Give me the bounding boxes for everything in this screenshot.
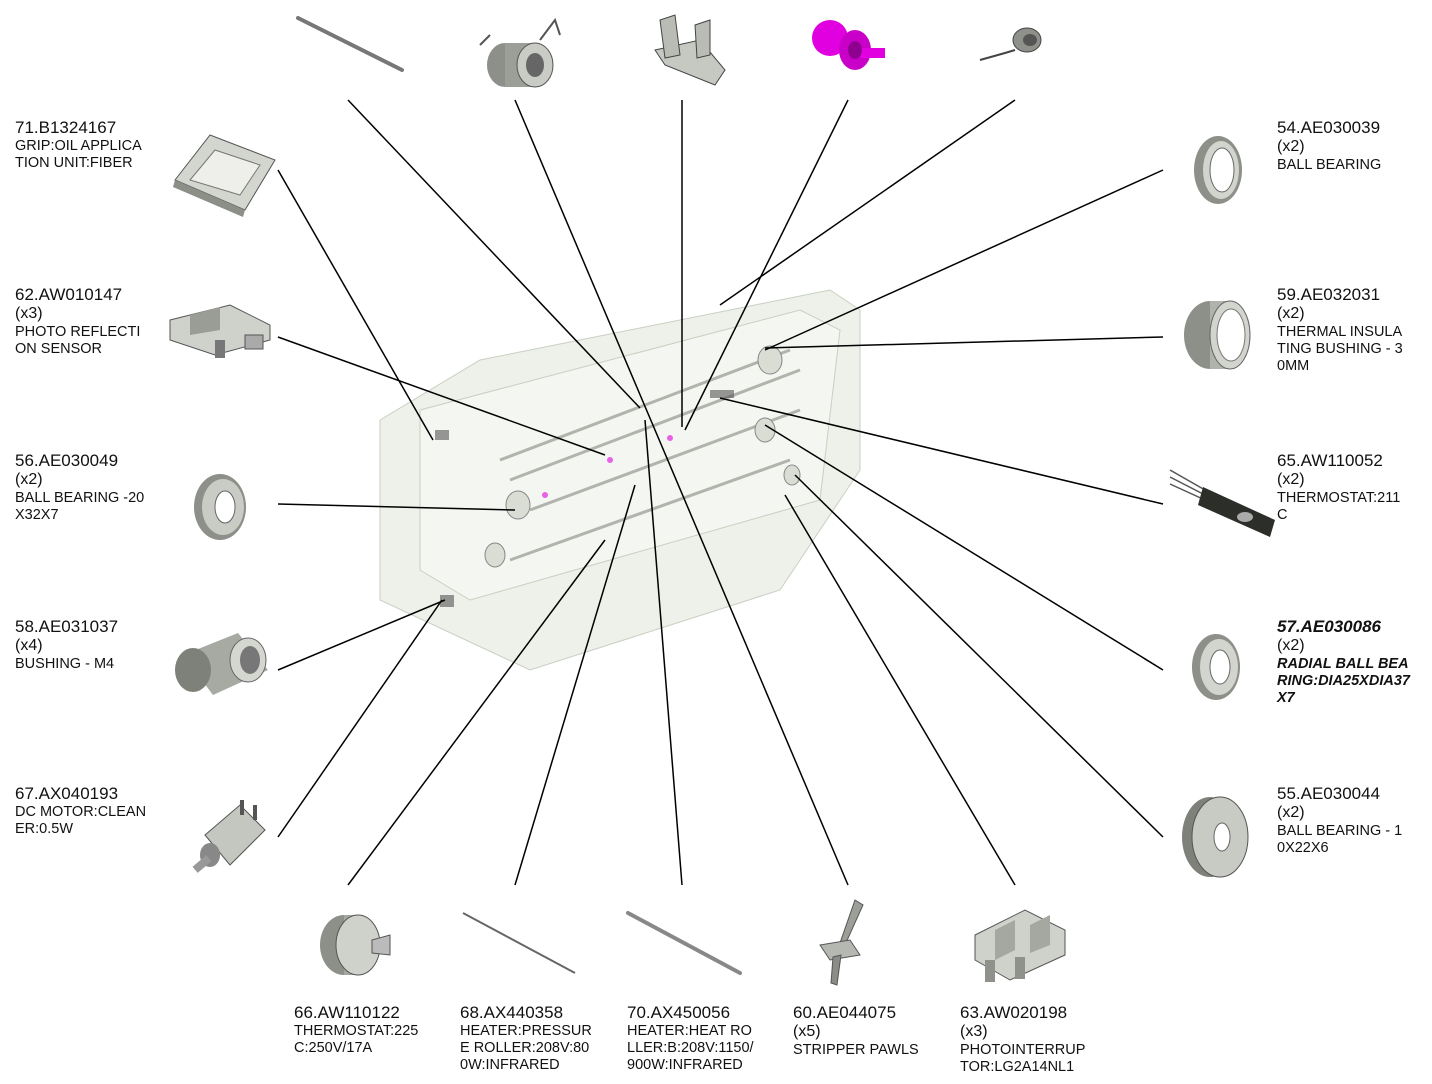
torsion-spring-icon bbox=[979, 27, 1042, 61]
rod-icon bbox=[296, 16, 404, 72]
part-description: PHOTO REFLECTI ON SENSOR bbox=[15, 323, 141, 358]
part-quantity: (x3) bbox=[960, 1023, 988, 1041]
leader-line-65 bbox=[719, 397, 1164, 505]
part-number: 70.AX450056 bbox=[627, 1003, 731, 1022]
leader-line-gear bbox=[684, 99, 849, 431]
part-number: 55.AE030044 bbox=[1277, 784, 1381, 803]
part-label-62: 62.AW010147 (x3) PHOTO REFLECTI ON SENSO… bbox=[15, 285, 140, 358]
leader-line-59 bbox=[764, 336, 1164, 349]
part-description: HEATER:HEAT RO LLER:B:208V:1150/ 900W:IN… bbox=[627, 1023, 754, 1074]
leader-line-62 bbox=[277, 336, 606, 456]
bushing-icon bbox=[175, 633, 268, 695]
part-number: 66.AW110122 bbox=[294, 1003, 400, 1022]
part-quantity: (x2) bbox=[1277, 637, 1305, 655]
part-description: BALL BEARING bbox=[1277, 156, 1382, 173]
part-description: DC MOTOR:CLEAN ER:0.5W bbox=[15, 804, 147, 838]
leader-line-torsion-spring bbox=[719, 99, 1016, 306]
part-quantity: (x3) bbox=[15, 305, 43, 323]
part-description: THERMAL INSULA TING BUSHING - 3 0MM bbox=[1277, 323, 1403, 375]
part-number: 54.AE030039 bbox=[1277, 118, 1381, 137]
part-quantity: (x2) bbox=[1277, 471, 1305, 489]
part-label-65: 65.AW110052 (x2) THERMOSTAT:211 C bbox=[1277, 451, 1400, 524]
gear-icon bbox=[812, 20, 885, 70]
leader-line-66 bbox=[347, 539, 606, 886]
motor-icon bbox=[192, 800, 266, 873]
part-number: 58.AE031037 bbox=[15, 617, 119, 636]
ring-icon bbox=[1192, 634, 1240, 700]
part-label-58: 58.AE031037 (x4) BUSHING - M4 bbox=[15, 617, 118, 673]
part-number: 59.AE032031 bbox=[1277, 285, 1381, 304]
part-description: THERMOSTAT:225 C:250V/17A bbox=[294, 1023, 419, 1057]
part-description: HEATER:PRESSUR E ROLLER:208V:80 0W:INFRA… bbox=[460, 1023, 592, 1074]
part-quantity: (x4) bbox=[15, 637, 43, 655]
part-label-57: 57.AE030086 (x2) RADIAL BALL BEA RING:DI… bbox=[1277, 617, 1410, 707]
part-number: 56.AE030049 bbox=[15, 451, 119, 470]
fuser-assembly bbox=[379, 289, 861, 671]
part-label-66: 66.AW110122 THERMOSTAT:225 C:250V/17A bbox=[294, 1003, 418, 1057]
bracket-icon bbox=[654, 14, 726, 86]
part-number: 68.AX440358 bbox=[460, 1003, 564, 1022]
part-number: 63.AW020198 bbox=[960, 1003, 1068, 1022]
leader-line-rod bbox=[347, 99, 641, 409]
part-description: PHOTOINTERRUP TOR:LG2A14NL1 bbox=[960, 1041, 1086, 1076]
spring-icon bbox=[479, 17, 561, 88]
part-description: BUSHING - M4 bbox=[15, 655, 115, 672]
part-quantity: (x2) bbox=[1277, 138, 1305, 156]
part-label-68: 68.AX440358 HEATER:PRESSUR E ROLLER:208V… bbox=[460, 1003, 592, 1074]
part-number: 67.AX040193 bbox=[15, 784, 119, 803]
part-description: BALL BEARING - 1 0X22X6 bbox=[1277, 822, 1403, 857]
photointerrupter-icon bbox=[974, 909, 1066, 982]
part-label-56: 56.AE030049 (x2) BALL BEARING -20 X32X7 bbox=[15, 451, 144, 524]
grip-icon bbox=[173, 134, 276, 217]
heater-icon bbox=[462, 912, 576, 974]
ring-icon bbox=[1184, 300, 1251, 370]
part-quantity: (x2) bbox=[1277, 305, 1305, 323]
ring-icon bbox=[1194, 136, 1242, 204]
part-quantity: (x5) bbox=[793, 1023, 821, 1041]
stripper-pawl-icon bbox=[819, 899, 864, 986]
part-label-63: 63.AW020198 (x3) PHOTOINTERRUP TOR:LG2A1… bbox=[960, 1003, 1085, 1076]
disc-thermostat-icon bbox=[320, 914, 391, 976]
part-label-60: 60.AE044075 (x5) STRIPPER PAWLS bbox=[793, 1003, 919, 1059]
leader-line-63 bbox=[784, 494, 1016, 886]
leader-line-56 bbox=[277, 503, 516, 511]
sensor-icon bbox=[169, 304, 271, 358]
part-label-59: 59.AE032031 (x2) THERMAL INSULA TING BUS… bbox=[1277, 285, 1403, 375]
part-description: RADIAL BALL BEA RING:DIA25XDIA37 X7 bbox=[1277, 655, 1410, 707]
leader-line-71 bbox=[277, 169, 434, 441]
part-label-54: 54.AE030039 (x2) BALL BEARING bbox=[1277, 118, 1381, 174]
part-description: THERMOSTAT:211 C bbox=[1277, 489, 1401, 524]
heater-icon bbox=[626, 911, 742, 975]
leader-line-70 bbox=[644, 419, 683, 886]
part-number: 62.AW010147 bbox=[15, 285, 123, 304]
leader-line-68 bbox=[514, 484, 636, 886]
part-description: STRIPPER PAWLS bbox=[793, 1041, 919, 1058]
part-description: GRIP:OIL APPLICA TION UNIT:FIBER bbox=[15, 138, 142, 172]
leader-line-57 bbox=[764, 424, 1164, 671]
leader-line-55 bbox=[794, 474, 1164, 838]
part-number: 60.AE044075 bbox=[793, 1003, 897, 1022]
part-quantity: (x2) bbox=[1277, 804, 1305, 822]
leader-line-58 bbox=[277, 599, 446, 671]
leader-line-spring bbox=[514, 99, 849, 886]
leader-line-54 bbox=[764, 169, 1164, 351]
part-label-71: 71.B1324167 GRIP:OIL APPLICA TION UNIT:F… bbox=[15, 118, 142, 172]
part-label-70: 70.AX450056 HEATER:HEAT RO LLER:B:208V:1… bbox=[627, 1003, 754, 1074]
part-number: 65.AW110052 bbox=[1277, 451, 1383, 470]
part-description: BALL BEARING -20 X32X7 bbox=[15, 489, 145, 524]
part-quantity: (x2) bbox=[15, 471, 43, 489]
part-number: 57.AE030086 bbox=[1277, 617, 1381, 636]
ring-icon bbox=[1182, 796, 1249, 878]
part-label-67: 67.AX040193 DC MOTOR:CLEAN ER:0.5W bbox=[15, 784, 146, 838]
part-number: 71.B1324167 bbox=[15, 118, 117, 137]
ring-icon bbox=[194, 474, 246, 540]
thermostat-probe-icon bbox=[1169, 469, 1275, 537]
part-label-55: 55.AE030044 (x2) BALL BEARING - 1 0X22X6 bbox=[1277, 784, 1402, 857]
leader-line-67 bbox=[277, 599, 443, 838]
